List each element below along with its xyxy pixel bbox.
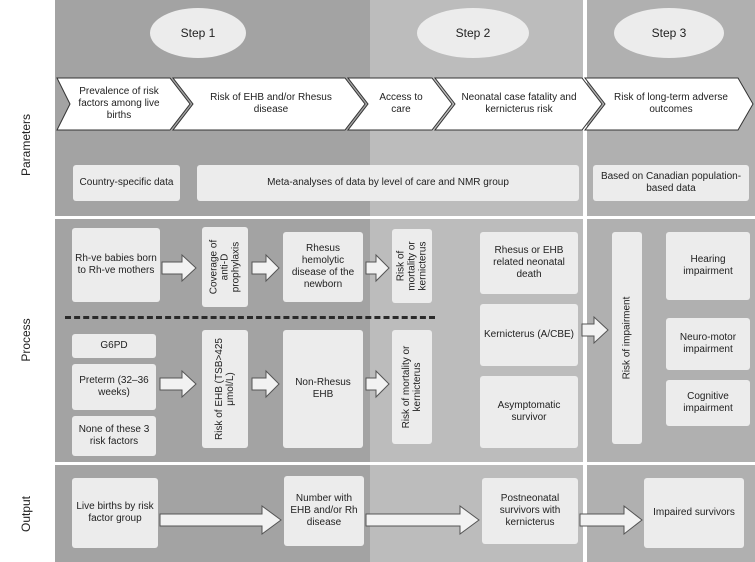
param-risk-ehb: Risk of EHB and/or Rhesus disease [210, 92, 332, 115]
impaired-survivors-box: Impaired survivors [644, 478, 744, 548]
kernicterus-box: Kernicterus (A/CBE) [480, 304, 578, 366]
row-label-parameters: Parameters [0, 76, 52, 214]
column-divider [583, 0, 587, 562]
param-long-term: Risk of long-term adverse outcomes [614, 92, 728, 115]
neonatal-death-box: Rhesus or EHB related neonatal death [480, 232, 578, 294]
no-risk-factors-box: None of these 3 risk factors [72, 416, 156, 456]
asymptomatic-survivor-box: Asymptomatic survivor [480, 376, 578, 448]
row-divider [55, 216, 755, 219]
hearing-impairment-box: Hearing impairment [666, 232, 750, 300]
param-prevalence: Prevalence of risk factors among live bi… [78, 86, 160, 121]
step2-oval: Step 2 [417, 8, 529, 58]
anti-d-coverage-box: Coverage of anti-D prophylaxis [202, 227, 248, 307]
step1-oval: Step 1 [150, 8, 246, 58]
number-ehb-box: Number with EHB and/or Rh disease [284, 476, 364, 546]
rh-negative-babies-box: Rh-ve babies born to Rh-ve mothers [72, 228, 160, 302]
non-rhesus-ehb-box: Non-Rhesus EHB [283, 330, 363, 448]
risk-mortality-top-box: Risk of mortality or kernicterus [392, 229, 432, 303]
neuromotor-impairment-box: Neuro-motor impairment [666, 318, 750, 370]
param-neonatal: Neonatal case fatality and kernicterus r… [461, 92, 577, 115]
risk-ehb-box: Risk of EHB (TSB>425 μmol/L) [202, 330, 248, 448]
dashed-divider [65, 316, 435, 319]
param-access: Access to care [379, 92, 423, 115]
step3-oval: Step 3 [614, 8, 724, 58]
preterm-box: Preterm (32–36 weeks) [72, 364, 156, 410]
source-meta-analyses: Meta-analyses of data by level of care a… [197, 165, 579, 201]
risk-mortality-bottom-box: Risk of mortality or kernicterus [392, 330, 432, 444]
source-canadian: Based on Canadian population-based data [593, 165, 749, 201]
risk-impairment-box: Risk of impairment [612, 232, 642, 444]
row-label-process: Process [0, 220, 52, 460]
rhesus-disease-box: Rhesus hemolytic disease of the newborn [283, 232, 363, 302]
row-divider [55, 462, 755, 465]
g6pd-box: G6PD [72, 334, 156, 358]
cognitive-impairment-box: Cognitive impairment [666, 380, 750, 426]
live-births-box: Live births by risk factor group [72, 478, 158, 548]
row-label-output: Output [0, 466, 52, 562]
postneonatal-survivors-box: Postneonatal survivors with kernicterus [482, 478, 578, 544]
source-country-specific: Country-specific data [73, 165, 180, 201]
